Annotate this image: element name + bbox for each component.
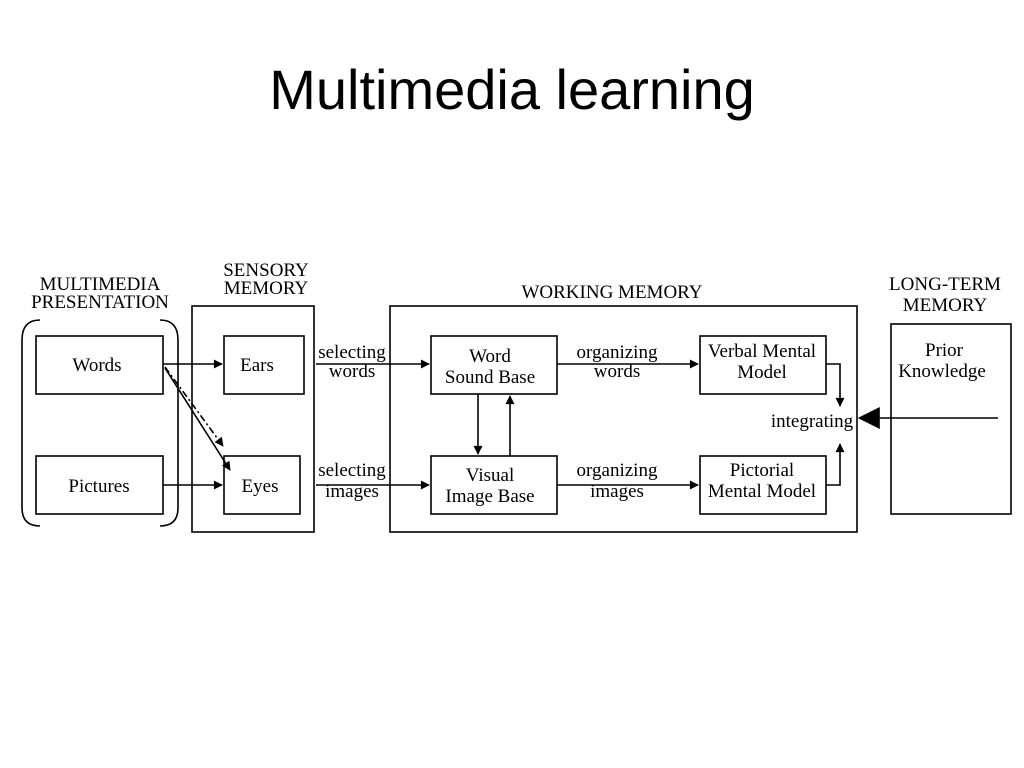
organizing-images-label-line1: organizing bbox=[577, 460, 658, 481]
sensory-memory-box bbox=[191, 305, 315, 533]
selecting-words-label-line2: words bbox=[329, 361, 375, 382]
visual-image-base-label-line2: Image Base bbox=[445, 486, 534, 507]
pictorial-mental-model-label-line1: Pictorial bbox=[730, 460, 794, 481]
eyes-label: Eyes bbox=[242, 476, 279, 497]
selecting-images-label-line2: images bbox=[325, 481, 379, 502]
eyes-box bbox=[223, 455, 301, 515]
arrow-verbal-to-integrating bbox=[826, 363, 845, 407]
working-memory-box bbox=[389, 305, 858, 533]
arrow-words-to-eyes-solid bbox=[164, 367, 231, 471]
verbal-mental-model-label-line2: Model bbox=[737, 362, 787, 383]
presentation-bracket-right bbox=[159, 319, 179, 527]
presentation-bracket-left bbox=[21, 319, 41, 527]
pictures-label: Pictures bbox=[68, 476, 129, 497]
long-term-memory-header-line2: MEMORY bbox=[903, 295, 988, 316]
verbal-mental-model-label-line1: Verbal Mental bbox=[708, 341, 816, 362]
sensory-memory-header-line1: SENSORY bbox=[223, 260, 309, 281]
prior-knowledge-label-line1: Prior bbox=[925, 340, 964, 361]
ears-box bbox=[223, 335, 305, 395]
multimedia-presentation-header-line2: PRESENTATION bbox=[31, 292, 169, 313]
prior-knowledge-label-line2: Knowledge bbox=[898, 361, 986, 382]
selecting-words-label-line1: selecting bbox=[318, 342, 386, 363]
words-label: Words bbox=[72, 355, 121, 376]
sensory-memory-header-line2: MEMORY bbox=[224, 278, 309, 299]
selecting-images-label-line1: selecting bbox=[318, 460, 386, 481]
arrow-words-to-eyes bbox=[164, 366, 224, 447]
visual-image-base-label-line1: Visual bbox=[466, 465, 514, 486]
long-term-memory-box bbox=[890, 323, 1012, 515]
multimedia-presentation-header-line1: MULTIMEDIA bbox=[40, 274, 161, 295]
arrow-pictorial-to-integrating bbox=[826, 443, 845, 486]
verbal-mental-model-box bbox=[699, 335, 827, 395]
long-term-memory-header-line1: LONG-TERM bbox=[889, 274, 1001, 295]
word-sound-base-box bbox=[430, 335, 558, 395]
organizing-images-label-line2: images bbox=[590, 481, 644, 502]
integrating-label: integrating bbox=[771, 411, 854, 432]
word-sound-base-label-line1: Word bbox=[469, 346, 511, 367]
words-box bbox=[35, 335, 164, 395]
slide-title: Multimedia learning bbox=[269, 58, 755, 121]
organizing-words-label-line2: words bbox=[594, 361, 640, 382]
ears-label: Ears bbox=[240, 355, 274, 376]
working-memory-header: WORKING MEMORY bbox=[521, 282, 702, 303]
organizing-words-label-line1: organizing bbox=[577, 342, 658, 363]
pictorial-mental-model-label-line2: Mental Model bbox=[708, 481, 816, 502]
word-sound-base-label-line2: Sound Base bbox=[445, 367, 535, 388]
